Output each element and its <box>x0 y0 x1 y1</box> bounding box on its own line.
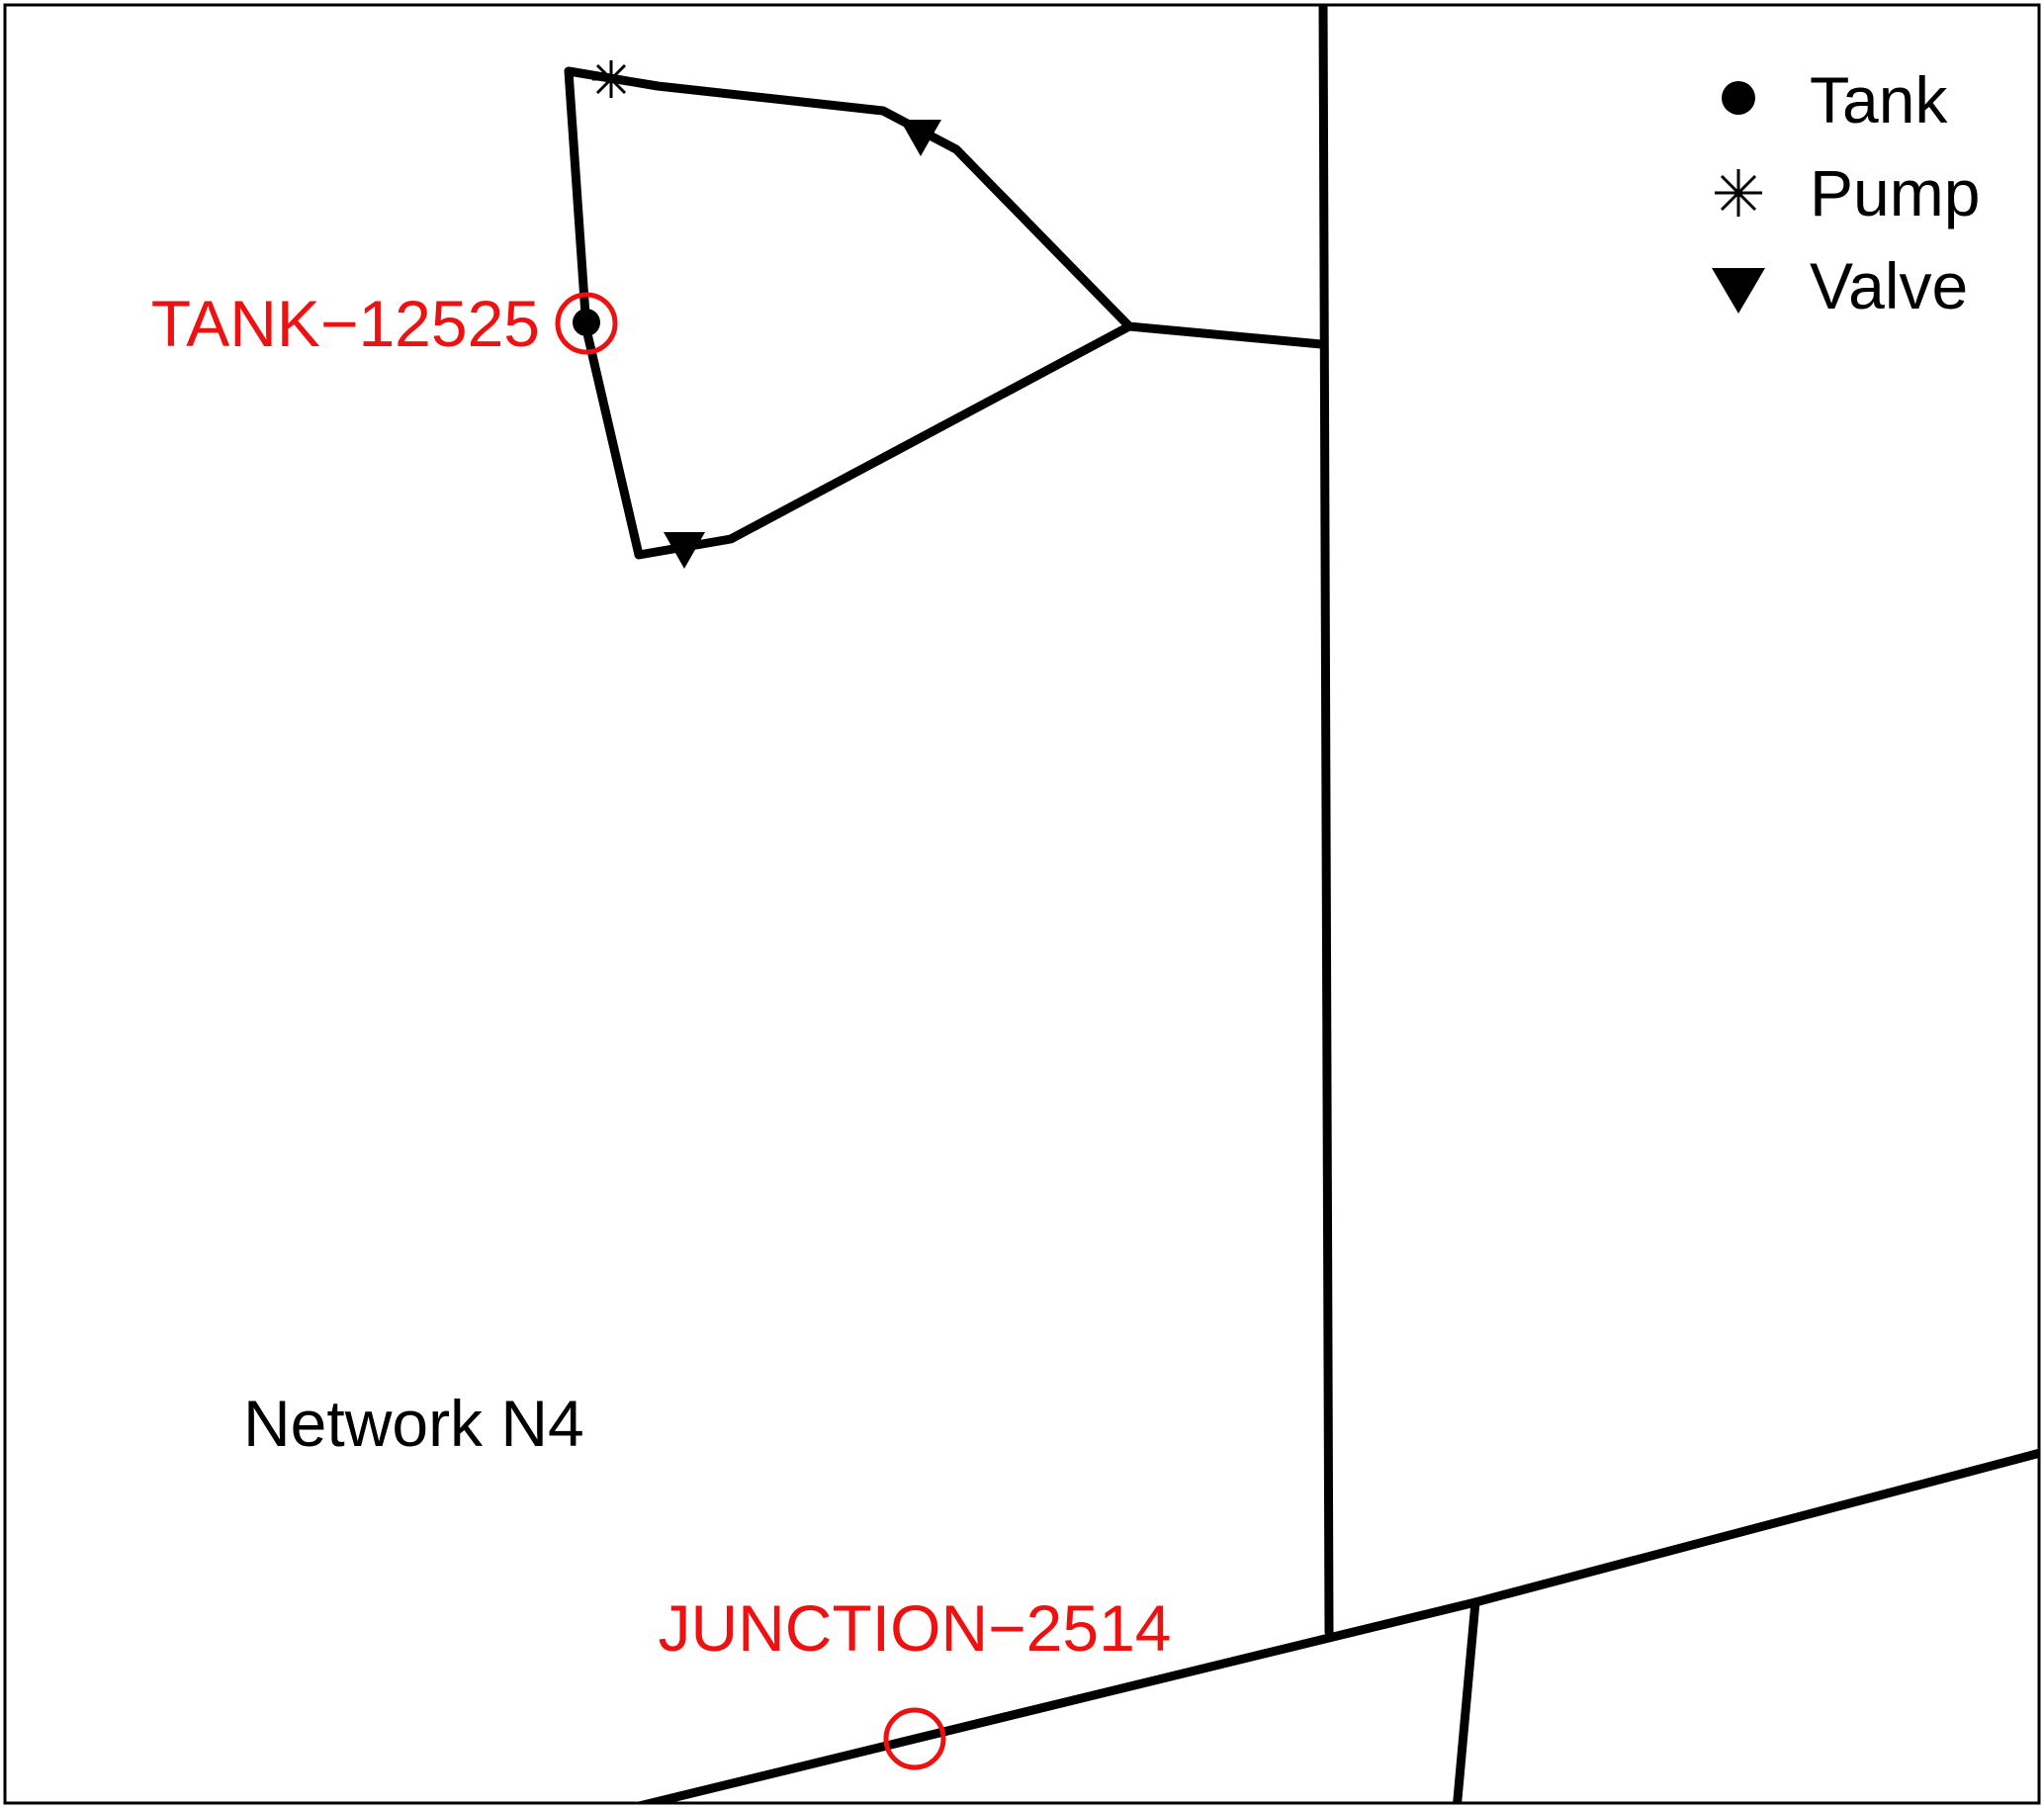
network-label: Network N4 <box>243 1387 584 1460</box>
pipe-main-vertical <box>1318 6 1334 1637</box>
tank-label: TANK−12525 <box>151 287 540 360</box>
pipe-bottom-diagonal <box>636 1448 2038 1802</box>
tank-highlight-ring <box>555 292 618 355</box>
pipe-network <box>564 6 2038 1802</box>
valve-marker-top <box>900 120 941 156</box>
pipe-loop <box>564 66 1134 560</box>
triangle-down-icon <box>1712 268 1765 314</box>
plot-border <box>3 3 2041 1805</box>
circle-icon <box>1722 81 1755 115</box>
legend: Tank Pump Valve <box>1712 63 1980 322</box>
tank-marker <box>573 309 600 336</box>
pump-marker <box>592 60 630 98</box>
pipe-bottom-branch <box>1453 1597 1480 1802</box>
legend-label-valve: Valve <box>1810 249 1968 322</box>
legend-label-pump: Pump <box>1810 156 1980 229</box>
junction-label: JUNCTION−2514 <box>658 1591 1171 1665</box>
pipe-connector <box>1124 321 1326 349</box>
valve-marker-bottom <box>664 532 705 569</box>
junction-highlight-ring <box>883 1707 946 1770</box>
legend-label-tank: Tank <box>1810 63 1948 136</box>
asterisk-icon <box>1715 169 1762 217</box>
